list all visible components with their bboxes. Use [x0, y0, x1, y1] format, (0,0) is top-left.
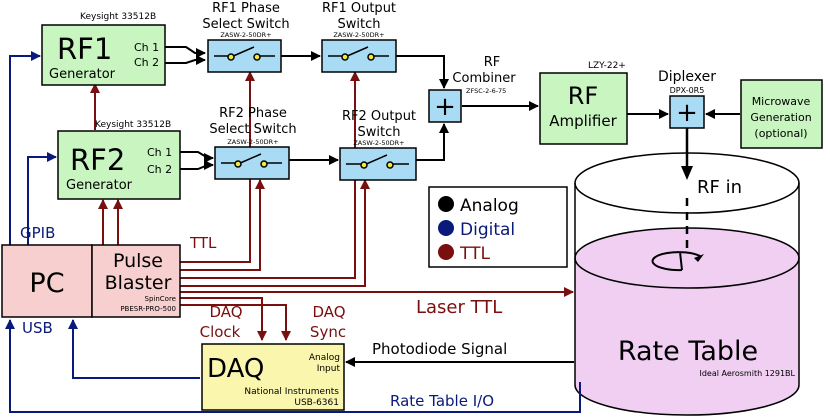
laser-ttl-label: Laser TTL [416, 297, 502, 318]
daq-sync-label-1: DAQ [312, 303, 345, 321]
rate-table-io-label: Rate Table I/O [390, 392, 494, 410]
rf1-ch1: Ch 1 [134, 41, 159, 54]
svg-text:Pulse: Pulse [113, 250, 163, 272]
pc-label: PC [29, 268, 64, 299]
svg-text:Microwave: Microwave [752, 95, 811, 108]
svg-text:LZY-22+: LZY-22+ [588, 61, 626, 71]
svg-text:DPX-0R5: DPX-0R5 [670, 86, 705, 95]
daq: DAQ Analog Input National Instruments US… [201, 343, 345, 411]
svg-text:RF1 Phase: RF1 Phase [212, 1, 280, 16]
rf-in-label: RF in [697, 177, 742, 198]
daq-clock-label-2: Clock [200, 323, 241, 341]
svg-text:PBESR-PRO-500: PBESR-PRO-500 [120, 305, 176, 313]
svg-text:RF2 Phase: RF2 Phase [219, 106, 287, 121]
rf2-output-switch-icon [346, 154, 409, 169]
legend-ttl-marker [438, 244, 454, 260]
rate-table: Rate Table Ideal Aerosmith 1291BL RF in [574, 152, 800, 416]
daq-label: DAQ [207, 354, 264, 384]
svg-text:USB-6361: USB-6361 [294, 398, 339, 408]
rf1-generator: Keysight 33512B RF1 Generator Ch 1 Ch 2 [41, 12, 166, 86]
rotation-icon [651, 251, 701, 272]
rf-combiner: RF Combiner ZFSC-2-6-75 + [428, 55, 516, 123]
rate-table-label: Rate Table [618, 336, 758, 367]
rf2-ch2: Ch 2 [147, 163, 172, 176]
pc: PC [1, 244, 93, 318]
legend-digital-marker [438, 220, 454, 236]
rf1-phase-switch: RF1 Phase Select Switch ZASW-2-50DR+ [202, 1, 290, 73]
rf2-model: Keysight 33512B [95, 120, 171, 130]
rf1-output-switch-icon [328, 46, 389, 61]
svg-text:Diplexer: Diplexer [658, 69, 716, 85]
rf2-subtitle: Generator [66, 178, 133, 193]
rf1-output-switch: RF1 Output Switch ZASW-2-50DR+ [321, 1, 397, 73]
svg-text:(optional): (optional) [754, 127, 807, 140]
svg-text:ZFSC-2-6-75: ZFSC-2-6-75 [466, 87, 506, 95]
daq-clock-label-1: DAQ [209, 303, 242, 321]
rf2-ch1: Ch 1 [147, 146, 172, 159]
rf2-title: RF2 [70, 143, 125, 177]
svg-text:Input: Input [317, 364, 341, 374]
svg-text:Amplifier: Amplifier [549, 112, 617, 130]
svg-text:Generation: Generation [750, 111, 811, 124]
legend-ttl: TTL [459, 244, 490, 264]
diplexer: Diplexer DPX-0R5 + [658, 69, 716, 129]
rf1-subtitle: Generator [49, 67, 116, 82]
svg-text:RF: RF [568, 82, 598, 110]
svg-text:Analog: Analog [309, 353, 340, 363]
rf2-phase-switch: RF2 Phase Select Switch ZASW-2-50DR+ [209, 106, 297, 180]
svg-text:ZASW-2-50DR+: ZASW-2-50DR+ [227, 138, 278, 146]
svg-text:Select Switch: Select Switch [202, 17, 289, 32]
svg-text:RF: RF [484, 55, 501, 70]
svg-text:RF2 Output: RF2 Output [342, 109, 416, 124]
combiner-plus-icon: + [434, 92, 456, 122]
svg-text:RF1 Output: RF1 Output [322, 1, 396, 16]
svg-text:Combiner: Combiner [452, 71, 516, 86]
svg-text:ZASW-2-50DR+: ZASW-2-50DR+ [333, 31, 384, 39]
rf1-phase-switch-icon [214, 46, 275, 61]
svg-text:Switch: Switch [358, 125, 401, 140]
microwave-generation: Microwave Generation (optional) [740, 79, 823, 149]
rotation-arrowhead-icon [694, 254, 704, 262]
pulse-blaster: Pulse Blaster SpinCore PBESR-PRO-500 [91, 244, 181, 318]
rf1-model: Keysight 33512B [80, 12, 156, 22]
legend-digital: Digital [460, 220, 515, 240]
rf2-generator: Keysight 33512B RF2 Generator Ch 1 Ch 2 [57, 120, 181, 200]
daq-sync-label-2: Sync [310, 323, 346, 341]
svg-text:ZASW-2-50DR+: ZASW-2-50DR+ [220, 31, 271, 39]
rf2-phase-switch-icon [221, 153, 282, 168]
svg-text:Blaster: Blaster [105, 272, 172, 294]
usb-label: USB [22, 319, 53, 337]
rf-amplifier: LZY-22+ RF Amplifier [539, 61, 628, 145]
svg-text:Select Switch: Select Switch [209, 122, 296, 137]
diplexer-plus-icon: + [676, 98, 698, 128]
rf2-output-switch: RF2 Output Switch ZASW-2-50DR+ [339, 109, 417, 181]
rf1-ch2: Ch 2 [134, 56, 159, 69]
rate-table-model: Ideal Aerosmith 1291BL [699, 369, 795, 378]
svg-text:National Instruments: National Instruments [244, 387, 339, 397]
gpib-label: GPIB [20, 224, 55, 242]
rf1-title: RF1 [57, 32, 112, 66]
svg-text:ZASW-2-50DR+: ZASW-2-50DR+ [353, 139, 404, 147]
svg-text:SpinCore: SpinCore [145, 295, 176, 303]
legend-analog: Analog [460, 196, 519, 216]
legend-analog-marker [438, 196, 454, 212]
legend: Analog Digital TTL [428, 186, 568, 268]
svg-text:Switch: Switch [338, 17, 381, 32]
ttl-label: TTL [189, 234, 217, 252]
photodiode-label: Photodiode Signal [372, 340, 507, 358]
